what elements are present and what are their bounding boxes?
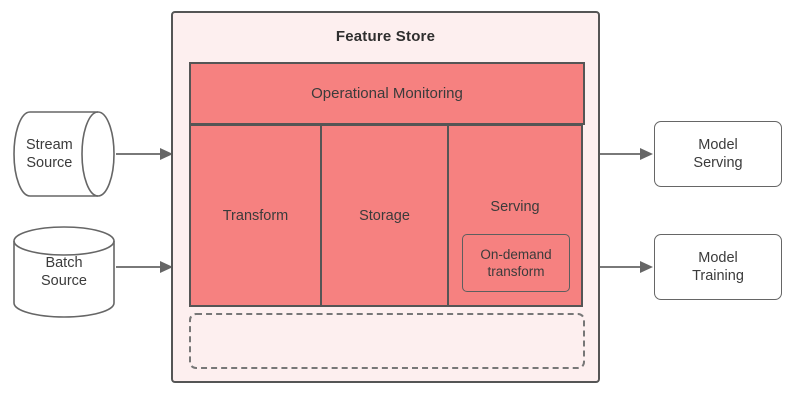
operational-monitoring-label: Operational Monitoring xyxy=(311,84,463,102)
node-storage[interactable]: Storage xyxy=(320,124,449,307)
node-stream-source[interactable]: Stream Source xyxy=(12,110,116,198)
cylinder-vertical-icon xyxy=(13,226,115,318)
node-transform[interactable]: Transform xyxy=(189,124,322,307)
stream-source-label: Stream Source xyxy=(26,137,73,171)
model-serving-label: Model Serving xyxy=(693,137,743,171)
arrow-batch-to-feature-store xyxy=(116,259,174,275)
serving-label: Serving xyxy=(490,199,540,215)
feature-store-container[interactable]: Feature Store Operational Monitoring Tra… xyxy=(171,11,600,383)
stream-source-label-wrap: Stream Source xyxy=(12,110,116,198)
node-on-demand-transform[interactable]: On-demand transform xyxy=(462,234,570,292)
node-model-serving[interactable]: Model Serving xyxy=(654,121,782,187)
arrow-stream-to-feature-store xyxy=(116,146,174,162)
transform-label: Transform xyxy=(222,207,289,224)
node-operational-monitoring[interactable]: Operational Monitoring xyxy=(189,62,585,125)
node-batch-source[interactable]: Batch Source xyxy=(12,225,116,319)
arrow-feature-store-to-model-training xyxy=(600,259,654,275)
node-model-training[interactable]: Model Training xyxy=(654,234,782,300)
batch-source-label: Batch Source xyxy=(41,255,87,289)
feature-store-title: Feature Store xyxy=(335,28,436,45)
feature-store-dashed-placeholder xyxy=(189,313,585,369)
node-serving[interactable]: Serving On-demand transform xyxy=(447,124,583,307)
on-demand-transform-label: On-demand transform xyxy=(480,247,552,279)
model-training-label: Model Training xyxy=(692,250,744,284)
batch-source-label-wrap: Batch Source xyxy=(12,225,116,319)
arrow-feature-store-to-model-serving xyxy=(600,146,654,162)
cylinder-horizontal-icon xyxy=(13,111,115,197)
storage-label: Storage xyxy=(359,207,410,224)
feature-store-pillar-row: Transform Storage Serving On-demand tran… xyxy=(189,124,585,307)
